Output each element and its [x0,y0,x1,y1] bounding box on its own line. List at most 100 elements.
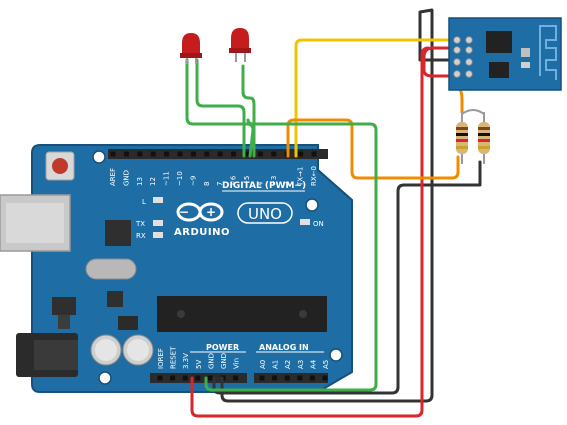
regulator [52,297,76,315]
digital-pin-label: TX→1 [297,167,305,187]
resistor-link [461,109,485,115]
capacitor [95,339,117,361]
digital-header-title: DIGITAL (PWM~) [222,181,306,191]
digital-pin-label: AREF [109,168,117,186]
digital-pin[interactable] [244,151,250,157]
brand-label: ARDUINO [174,227,230,238]
analog-pin[interactable] [284,375,290,381]
digital-pin[interactable] [137,151,143,157]
analog-pin[interactable] [259,375,265,381]
digital-pin-label: 12 [149,177,157,186]
digital-pin-label: 2 [283,182,291,186]
digital-pin-label: ~9 [189,176,197,186]
usb-chip [105,220,131,246]
resistor-2-band [478,139,490,142]
digital-pin-label: 4 [256,181,264,186]
logo-plus: + [206,205,216,219]
regulator-tab [58,315,70,329]
on-label: ON [313,220,324,228]
digital-pin-label: ~3 [270,176,278,186]
mounting-hole [98,371,112,385]
led-1[interactable] [180,33,202,64]
power-pin[interactable] [170,375,176,381]
wire-orange-rx[interactable] [286,118,460,180]
crystal-oscillator [85,258,137,280]
rx-led [153,232,163,238]
mounting-hole [92,150,106,164]
resistor-2-body [478,122,490,154]
resistor-2-band [478,133,490,136]
tx-label: TX [135,220,145,228]
power-title: POWER [206,343,239,352]
power-pin-label: RESET [170,346,178,369]
wire-green-led1[interactable] [195,58,246,158]
resistor-1-band [456,127,468,130]
digital-pin[interactable] [150,151,156,157]
digital-pin[interactable] [231,151,237,157]
resistor-2[interactable] [478,112,490,164]
digital-pin-label: ~6 [230,175,238,186]
analog-header [254,373,328,383]
resistor-1-band [456,146,468,149]
digital-pin[interactable] [311,151,317,157]
tx-led [153,220,163,226]
digital-pin[interactable] [257,151,263,157]
digital-pin[interactable] [110,151,116,157]
analog-pin-label: A3 [297,360,305,369]
power-pin[interactable] [207,375,213,381]
power-pin[interactable] [195,375,201,381]
antenna-trace-icon [539,25,557,80]
analog-pin[interactable] [322,375,328,381]
led-2[interactable] [229,28,251,62]
digital-pin[interactable] [123,151,129,157]
resistor-1-body [456,122,468,154]
power-pin[interactable] [233,375,239,381]
model-label: UNO [248,205,282,223]
analog-pin[interactable] [297,375,303,381]
digital-pin-label: 13 [136,177,144,186]
wire-green-led2[interactable] [241,64,256,158]
rx-label: RX [136,232,146,240]
resistor-1[interactable] [456,112,468,164]
digital-pin[interactable] [204,151,210,157]
digital-pin-label: ~11 [163,171,171,186]
digital-pin[interactable] [190,151,196,157]
digital-pin-label: 8 [203,182,211,186]
wire-black-ground[interactable] [220,8,459,403]
wire-yellow-tx[interactable] [294,38,459,158]
digital-pin-label: 7 [216,182,224,186]
power-pin[interactable] [182,375,188,381]
wire-green-5v[interactable] [204,118,378,392]
power-pin[interactable] [157,375,163,381]
wire-green-ground[interactable] [185,58,255,158]
wire-red-3v3-main[interactable] [190,46,430,418]
power-pin-label: IOREF [157,348,165,369]
capacitor [127,339,149,361]
digital-pin[interactable] [217,151,223,157]
esp01-module[interactable] [448,17,562,91]
atmega-notch [177,310,185,318]
power-jack-inner [34,340,78,370]
resistor-2-band [478,146,490,149]
atmega-notch [299,310,307,318]
analog-pin[interactable] [272,375,278,381]
l-label: L [142,198,146,206]
analog-pin[interactable] [309,375,315,381]
esp01-smd [521,62,530,68]
digital-pin[interactable] [298,151,304,157]
digital-pin[interactable] [177,151,183,157]
esp01-pcb [448,17,562,91]
digital-pins [110,151,317,157]
led-2-base [229,48,251,53]
reset-button[interactable] [52,158,68,174]
l-led [153,197,163,203]
atmega-chip [157,296,327,332]
analog-title: ANALOG IN [259,343,309,352]
digital-pin[interactable] [164,151,170,157]
esp01-chip [486,31,512,53]
wires [185,8,482,418]
power-pin-label: GND [220,353,228,369]
digital-pin[interactable] [271,151,277,157]
